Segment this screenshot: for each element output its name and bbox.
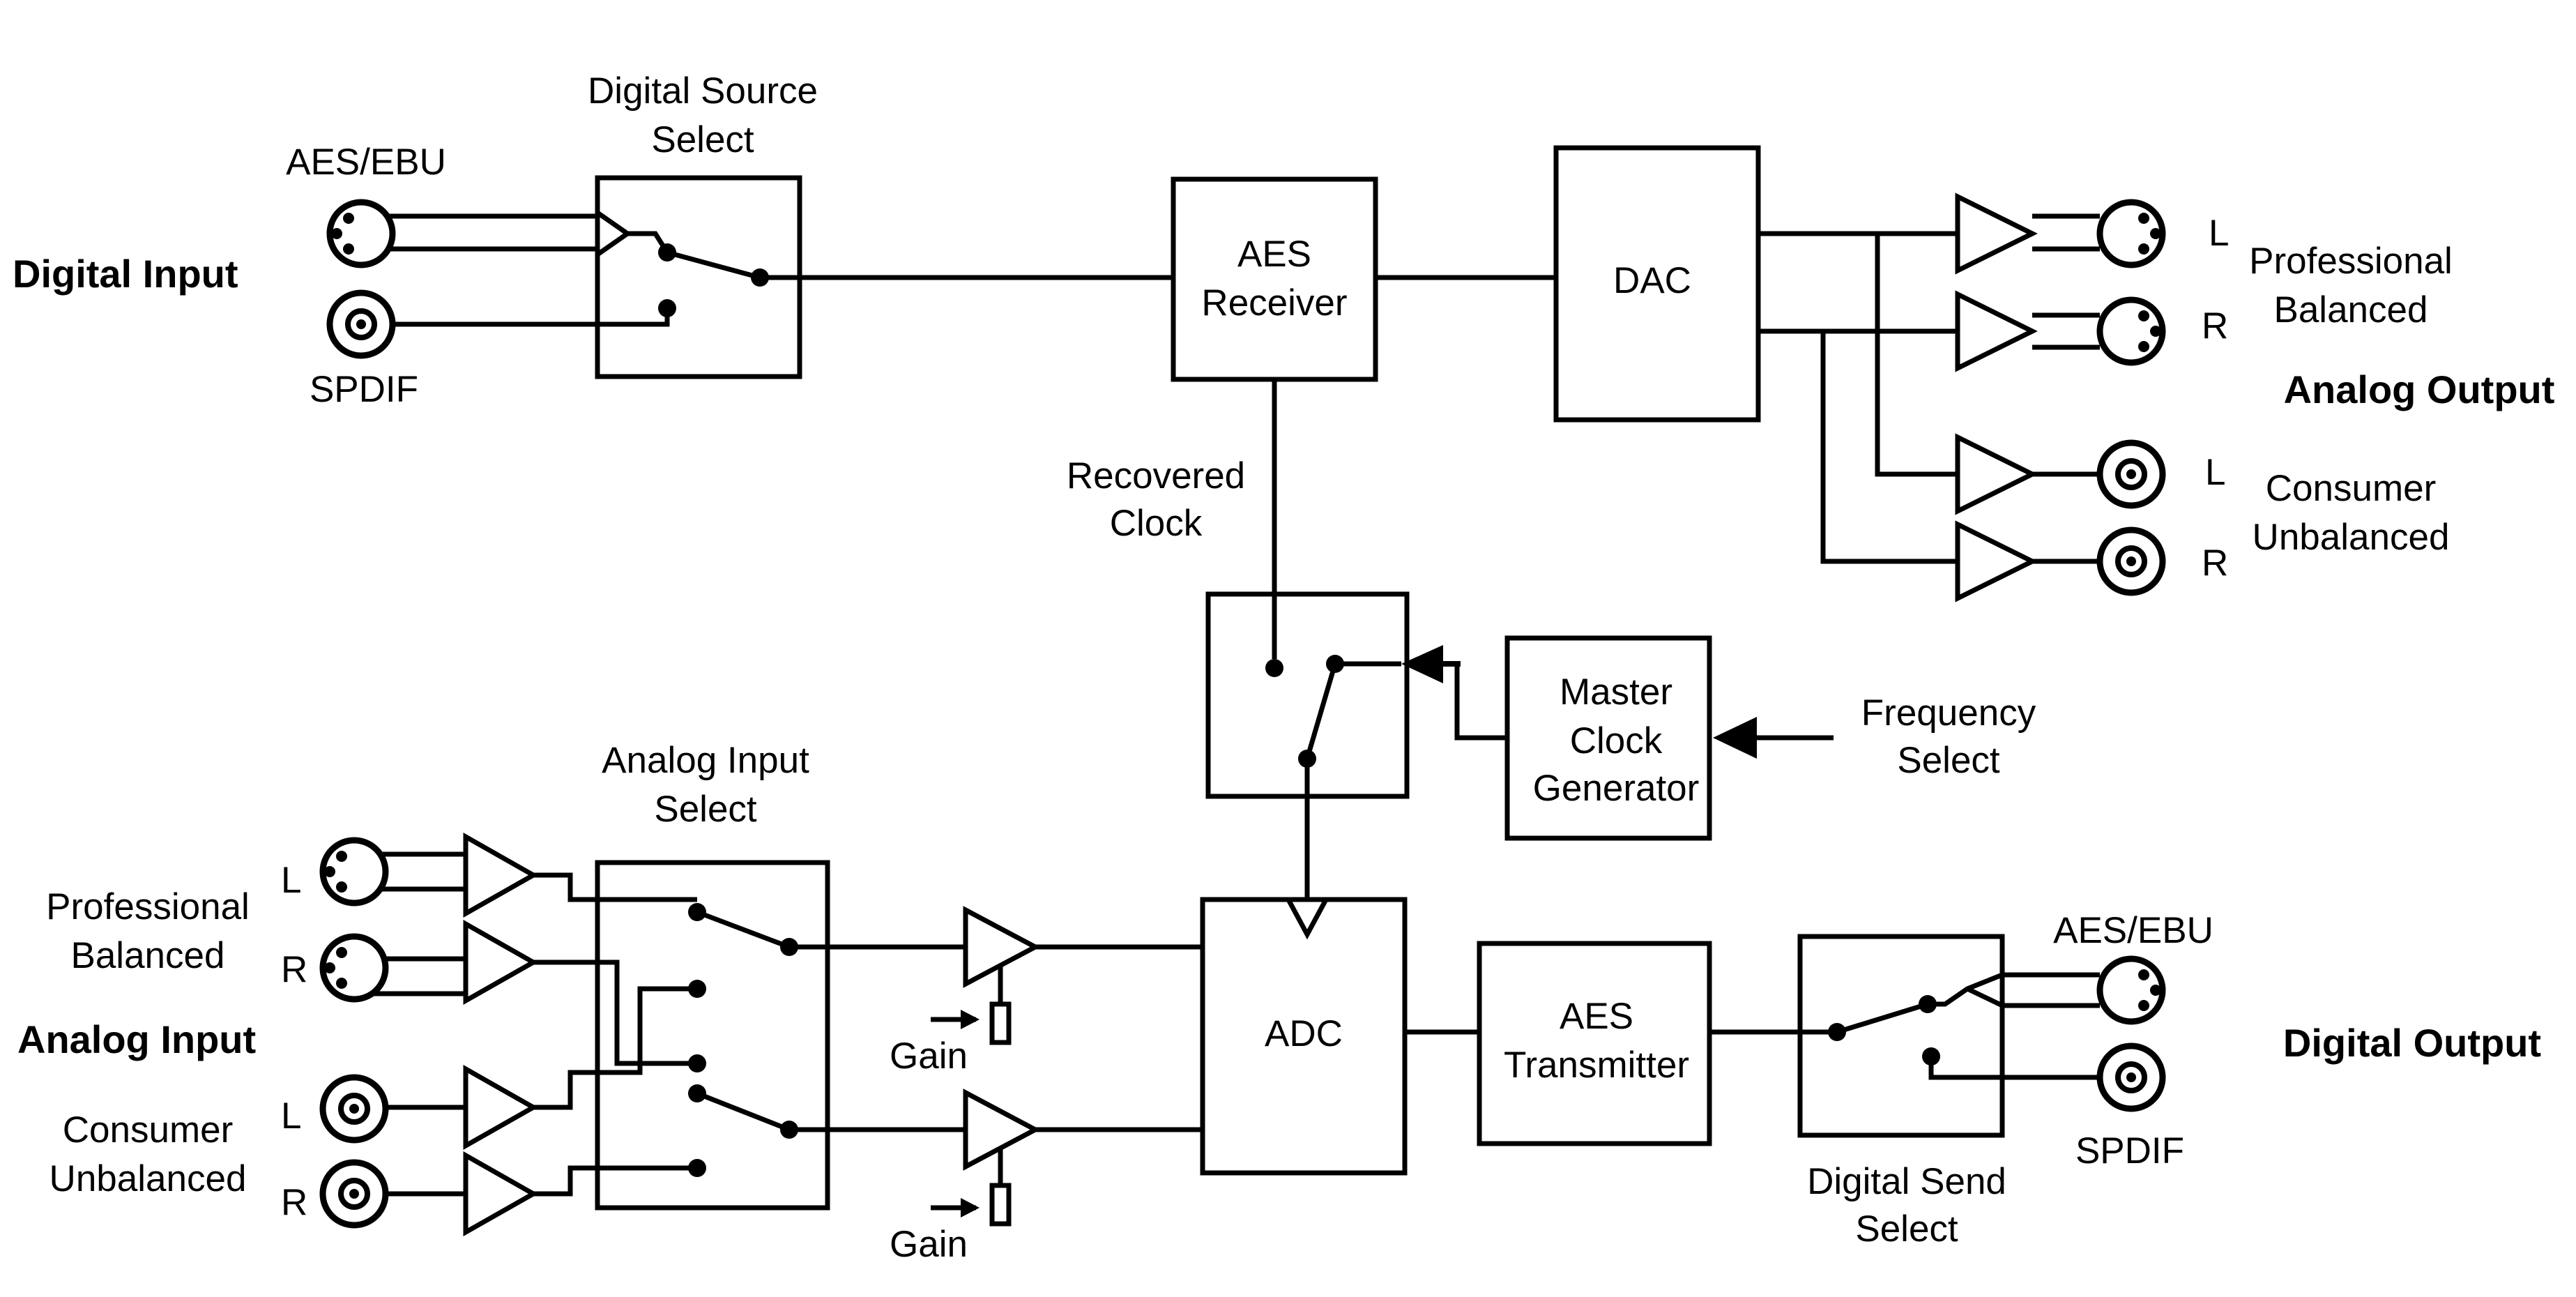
digital-source-select-label-2: Select	[651, 119, 754, 160]
out-consumer-unbalanced-label-2: Unbalanced	[2253, 517, 2450, 558]
dac-label: DAC	[1613, 260, 1691, 301]
amp-in-unbalanced-r	[463, 1151, 539, 1237]
xlr-connector-out-balanced-l[interactable]	[2096, 199, 2166, 268]
frequency-select-label-1: Frequency	[1861, 692, 2036, 734]
out-professional-balanced-label-2: Balanced	[2273, 289, 2428, 331]
adc-clock-input-marker	[1284, 897, 1330, 940]
analog-output-heading: Analog Output	[2284, 367, 2555, 411]
digital-send-select-label-1: Digital Send	[1807, 1161, 2006, 1202]
rca-connector-spdif-in[interactable]	[326, 289, 396, 359]
xlr-connector-aes-ebu-out[interactable]	[2096, 955, 2166, 1025]
xlr-connector-in-balanced-l[interactable]	[319, 837, 389, 907]
in-professional-balanced-label-2: Balanced	[70, 935, 224, 976]
xlr-connector-in-balanced-r[interactable]	[319, 933, 389, 1003]
out-left-unbalanced-label: L	[2205, 452, 2225, 493]
rca-connector-out-unbalanced-l[interactable]	[2096, 439, 2166, 509]
switch-contacts	[658, 243, 1940, 1177]
recovered-clock-label-2: Clock	[1110, 503, 1203, 544]
out-right-balanced-label: R	[2202, 305, 2228, 347]
recovered-clock-label-1: Recovered	[1067, 455, 1245, 496]
amp-out-balanced-l	[1955, 192, 2038, 275]
in-right-unbalanced-label: R	[281, 1182, 307, 1223]
xlr-connector-aes-ebu-in[interactable]	[326, 199, 396, 268]
in-spdif-label: SPDIF	[310, 369, 418, 410]
amp-in-unbalanced-l	[463, 1064, 539, 1151]
amp-in-balanced-r	[463, 919, 539, 1006]
rca-connector-spdif-out[interactable]	[2096, 1042, 2166, 1112]
amp-out-unbalanced-l	[1955, 433, 2038, 515]
out-aes-ebu-label: AES/EBU	[2053, 910, 2213, 951]
gain-control-r[interactable]	[931, 1147, 1012, 1227]
aes-transmitter-box	[1477, 941, 1712, 1146]
dac-box	[1553, 145, 1761, 423]
in-aes-ebu-label: AES/EBU	[286, 142, 446, 183]
in-consumer-unbalanced-label-1: Consumer	[63, 1109, 233, 1151]
digital-send-select-label-2: Select	[1855, 1208, 1958, 1250]
adc-label: ADC	[1265, 1013, 1343, 1054]
gain-label-l: Gain	[890, 1036, 968, 1077]
clock-select-arrowhead	[1401, 645, 1443, 683]
analog-input-heading: Analog Input	[17, 1017, 256, 1061]
signal-wires	[363, 211, 2100, 1197]
in-professional-balanced-label-1: Professional	[46, 886, 250, 927]
out-left-balanced-label: L	[2209, 213, 2229, 254]
amp-in-balanced-l	[463, 832, 539, 918]
analog-input-select-label-2: Select	[654, 789, 757, 830]
frequency-select-label-2: Select	[1897, 740, 2000, 781]
rca-connector-in-unbalanced-r[interactable]	[319, 1159, 389, 1229]
in-left-balanced-label: L	[281, 860, 301, 901]
aes-receiver-box	[1171, 176, 1378, 382]
out-professional-balanced-label-1: Professional	[2249, 241, 2453, 282]
in-consumer-unbalanced-label-2: Unbalanced	[49, 1158, 247, 1199]
amplifiers	[463, 192, 2038, 1237]
aes-receiver-label-2: Receiver	[1201, 282, 1347, 324]
digital-source-select-label-1: Digital Source	[588, 70, 818, 112]
master-clock-generator-label-3: Generator	[1533, 768, 1700, 809]
master-clock-generator-label-2: Clock	[1570, 720, 1663, 761]
amp-out-balanced-r	[1955, 290, 2038, 372]
rca-connector-out-unbalanced-r[interactable]	[2096, 526, 2166, 596]
amp-out-unbalanced-r	[1955, 520, 2038, 602]
master-clock-generator-label-1: Master	[1560, 672, 1672, 713]
rca-connector-in-unbalanced-l[interactable]	[319, 1074, 389, 1144]
digital-input-heading: Digital Input	[13, 252, 238, 296]
in-right-balanced-label: R	[281, 949, 307, 990]
aes-transmitter-label-1: AES	[1560, 996, 1633, 1037]
aes-transmitter-label-2: Transmitter	[1504, 1045, 1689, 1086]
aes-receiver-label-1: AES	[1237, 234, 1311, 275]
frequency-select-arrowhead	[1713, 717, 1757, 759]
gain-control-l[interactable]	[931, 966, 1012, 1045]
digital-output-heading: Digital Output	[2283, 1021, 2541, 1065]
out-consumer-unbalanced-label-1: Consumer	[2266, 468, 2436, 509]
analog-input-select-box	[595, 860, 830, 1211]
digital-send-select-box	[1797, 934, 2005, 1138]
out-right-unbalanced-label: R	[2202, 543, 2228, 584]
in-left-unbalanced-label: L	[281, 1095, 301, 1137]
xlr-connector-out-balanced-r[interactable]	[2096, 296, 2166, 366]
gain-label-r: Gain	[890, 1224, 968, 1265]
arrow-shaft-master	[1440, 661, 1461, 667]
analog-input-select-label-1: Analog Input	[602, 740, 809, 781]
gain-amp-l	[963, 906, 1041, 988]
out-spdif-label: SPDIF	[2075, 1130, 2184, 1171]
